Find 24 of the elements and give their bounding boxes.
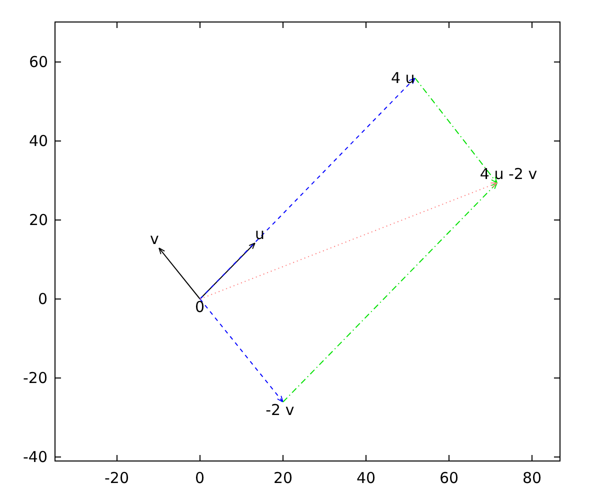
arrow: [200, 242, 256, 300]
arrow: [158, 248, 200, 300]
point-label: u: [255, 226, 265, 243]
axis-tick-label: 0: [195, 470, 205, 487]
axis-tick-label: 0: [38, 290, 48, 308]
arrow: [282, 182, 498, 402]
arrow: [200, 78, 416, 300]
point-label: v: [150, 231, 159, 248]
axis-tick-label: 60: [440, 470, 459, 487]
point-label: 0: [195, 299, 205, 316]
point-label: -2 v: [266, 402, 294, 419]
axis-tick-label: 40: [356, 470, 376, 487]
axis-tick-label: 20: [274, 470, 293, 487]
axis-tick-label: -40: [23, 448, 48, 466]
axis-tick-label: 40: [29, 132, 48, 150]
arrow: [200, 182, 498, 300]
point-label: 4 u -2 v: [480, 166, 538, 183]
axis-tick-label: -20: [23, 370, 48, 386]
arrow: [414, 78, 498, 184]
axis-tick-label: -20: [104, 470, 129, 487]
axis-tick-label: 60: [29, 54, 48, 70]
axis-tick-label: 20: [29, 212, 48, 228]
axis-tick-label: 80: [522, 470, 542, 487]
arrow: [200, 298, 284, 402]
